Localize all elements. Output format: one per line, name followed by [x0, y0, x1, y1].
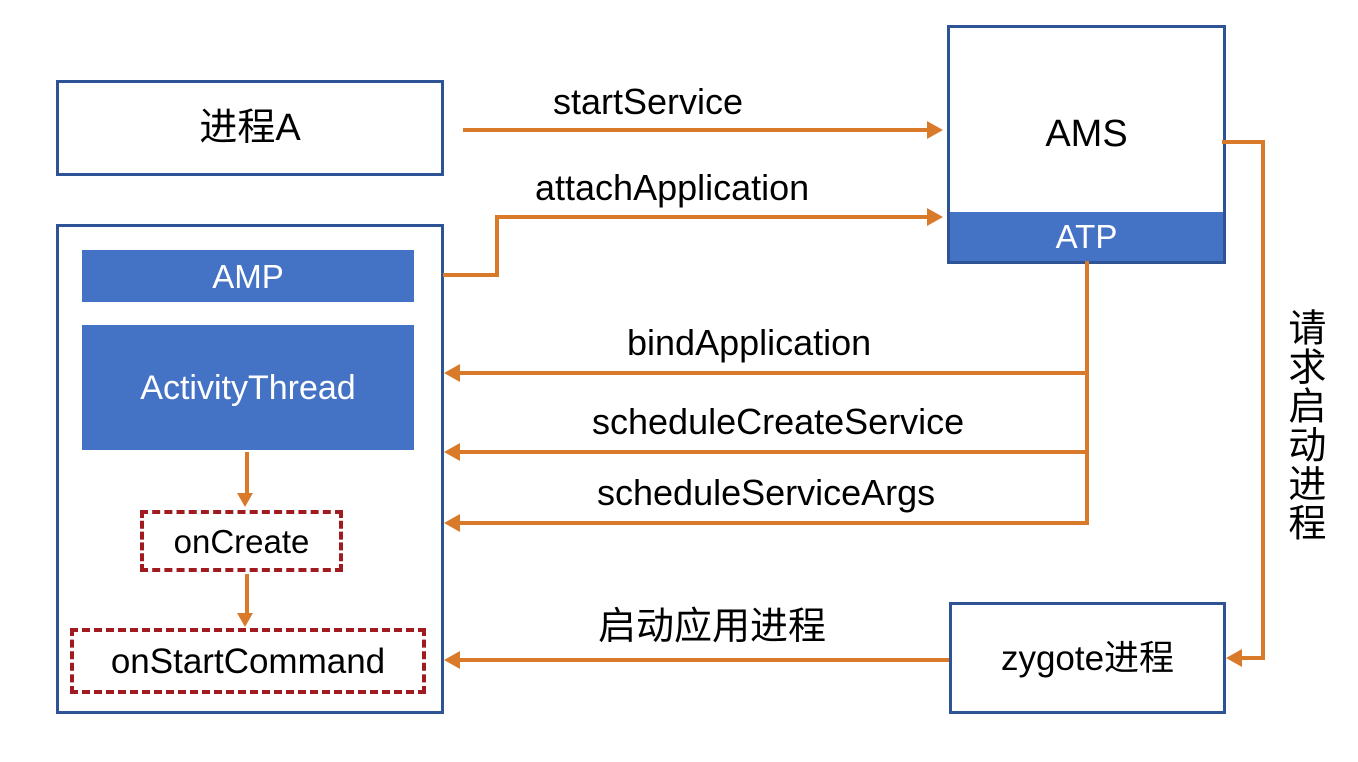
connector-schedule-service-args-line: [460, 521, 1089, 525]
node-process-a[interactable]: 进程A: [56, 80, 444, 176]
connector-bind-application-line: [460, 371, 1089, 375]
node-ams-label: AMS: [1045, 113, 1128, 155]
connector-request-start-process-bottom: [1242, 656, 1265, 660]
connector-request-start-process-trunk: [1261, 140, 1265, 658]
node-zygote[interactable]: zygote进程: [949, 602, 1226, 714]
connector-request-start-process-label: 请求启动进程: [1281, 308, 1324, 542]
connector-schedule-service-args-arrowhead: [444, 514, 460, 532]
connector-on-create-to-on-start-command-arrowhead: [237, 613, 253, 627]
connector-start-service-arrowhead: [927, 121, 943, 139]
connector-schedule-create-service-line: [460, 450, 1089, 454]
node-process-a-label: 进程A: [199, 107, 301, 149]
connector-activity-thread-to-on-create-line: [245, 452, 249, 494]
node-amp[interactable]: AMP: [82, 250, 414, 302]
node-activity-thread-label: ActivityThread: [140, 368, 356, 407]
connector-activity-thread-to-on-create-arrowhead: [237, 493, 253, 507]
node-amp-label: AMP: [212, 257, 284, 295]
connector-schedule-create-service-label: scheduleCreateService: [592, 401, 965, 442]
connector-attach-application-label: attachApplication: [535, 167, 810, 208]
connector-start-service-line: [463, 128, 927, 132]
node-atp-label: ATP: [1055, 218, 1118, 255]
node-on-start-command[interactable]: onStartCommand: [70, 628, 426, 694]
connector-start-service-label: startService: [553, 81, 744, 122]
connector-attach-application-line: [495, 215, 927, 219]
connector-start-app-process-line: [460, 658, 949, 662]
node-on-start-command-label: onStartCommand: [110, 641, 386, 681]
connector-schedule-service-args-label: scheduleServiceArgs: [597, 472, 936, 513]
connector-request-start-process-arrowhead: [1226, 649, 1242, 667]
connector-request-start-process-top: [1222, 140, 1265, 144]
connector-attach-application-riser: [495, 215, 499, 275]
connector-schedule-create-service-arrowhead: [444, 443, 460, 461]
connector-on-create-to-on-start-command-line: [245, 574, 249, 614]
connector-start-app-process-arrowhead: [444, 651, 460, 669]
connector-start-app-process-label: 启动应用进程: [598, 606, 827, 648]
connector-atp-trunk: [1085, 261, 1089, 525]
connector-bind-application-label: bindApplication: [627, 322, 872, 363]
connector-attach-application-arrowhead: [927, 208, 943, 226]
node-activity-thread[interactable]: ActivityThread: [82, 325, 414, 450]
connector-bind-application-arrowhead: [444, 364, 460, 382]
node-on-create[interactable]: onCreate: [140, 510, 343, 572]
node-atp[interactable]: ATP: [950, 212, 1223, 261]
connector-attach-application-stub: [443, 273, 499, 277]
node-on-create-label: onCreate: [173, 522, 310, 560]
node-zygote-label: zygote进程: [1000, 638, 1175, 678]
node-app-process-container: [56, 224, 444, 714]
